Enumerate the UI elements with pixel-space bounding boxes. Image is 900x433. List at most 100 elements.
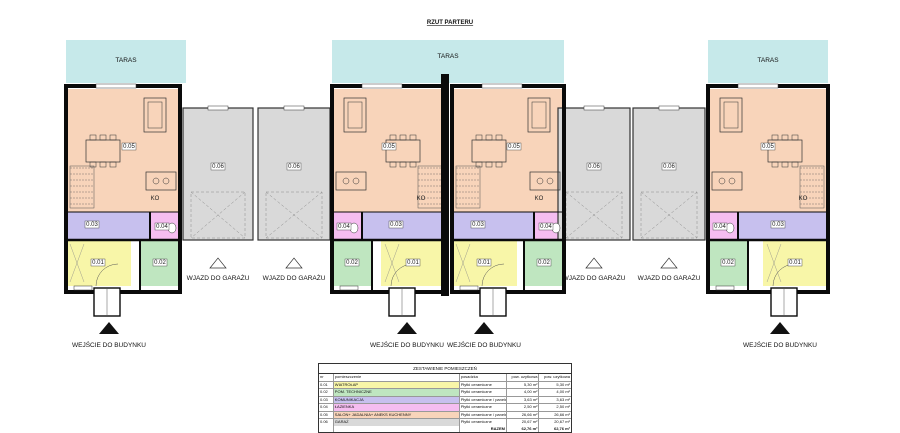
room-label-box: [787, 258, 803, 267]
toilet: [551, 222, 561, 234]
wardrobe-line: [69, 243, 85, 283]
room-schedule-cell-area-b: 5,30 m²: [556, 381, 570, 387]
chair: [485, 161, 493, 168]
room-label: 0.02: [154, 260, 166, 266]
window: [339, 285, 359, 291]
kitchen-living-room: [66, 89, 180, 212]
chair: [791, 161, 799, 168]
wardrobe-line: [384, 243, 400, 283]
room-schedule-cell-name: SALON+ JADALNIA+ ANEKS KUCHENNY: [333, 411, 460, 418]
chair: [109, 134, 117, 141]
window: [459, 285, 479, 291]
hob: [718, 177, 726, 185]
garage-door-outline: [190, 191, 246, 239]
room-label: 0.06: [663, 164, 675, 170]
wardrobe-line: [766, 243, 782, 283]
chair: [109, 161, 117, 168]
window: [361, 83, 403, 89]
chair: [781, 161, 789, 168]
room-label-box: [210, 162, 226, 171]
room-schedule-cell-finish: Płytki ceramiczne: [460, 404, 507, 411]
hob: [536, 177, 544, 185]
room-label: KO: [535, 196, 544, 202]
garage: [557, 107, 631, 241]
terrace: [708, 40, 828, 83]
room-label: 0.02: [538, 260, 550, 266]
toilet: [725, 222, 735, 234]
room-label: 0.03: [772, 222, 784, 228]
chair: [485, 134, 493, 141]
room-schedule-cell-area-a: 3,63 m²: [507, 396, 540, 403]
room-schedule-cell-area-a: 2,50 m²: [507, 404, 540, 411]
sofa: [143, 97, 167, 133]
header-cell: posadzka: [460, 374, 507, 381]
header-cell: pow. uzytkowa: [543, 374, 570, 379]
room-label: WJAZD DO GARAŻU: [563, 273, 626, 282]
driveway-arrow: [585, 257, 603, 269]
room-schedule-cell-area-b: 26,66 m²: [554, 411, 570, 417]
chair: [389, 161, 397, 168]
hob: [162, 177, 170, 185]
furniture: [69, 97, 825, 287]
room-schedule-cell-id: 0.03: [319, 396, 334, 403]
header-cell: nr: [319, 374, 334, 381]
garage: [257, 107, 331, 241]
room-label: 0.05: [508, 144, 520, 150]
window: [481, 83, 523, 89]
room-label-box: [286, 162, 302, 171]
room-schedule-cell-name: POM. TECHNICZNE: [333, 389, 460, 396]
room-label-box: [388, 220, 404, 229]
drawing-title: RZUT PARTERU: [427, 20, 473, 26]
garage-door-line: [265, 191, 323, 239]
room-label: WJAZD DO GARAŻU: [263, 273, 326, 282]
door-swing: [481, 263, 505, 287]
kitchen-living-room: [332, 89, 446, 212]
garage: [632, 107, 706, 241]
room-schedule-cell-id: 0.04: [319, 404, 334, 411]
room-schedule-cell-finish: Płytki ceramiczne: [460, 381, 507, 388]
sofa-seat: [723, 101, 739, 129]
room-schedule-cell-name: KOMUNIKACJA: [333, 396, 460, 403]
room-label: 0.02: [722, 260, 734, 266]
room-label-box: [506, 142, 522, 151]
garage-door-line: [565, 191, 623, 239]
hob: [728, 177, 736, 185]
room-label: 0.04: [714, 224, 726, 230]
room-schedule-cell-area-a: 5,30 m²: [507, 381, 540, 388]
hob: [352, 177, 360, 185]
room-label: 0.04: [156, 224, 168, 230]
room-label: WEJŚCIE DO BUDYNKU: [72, 340, 146, 349]
room-schedule-cell-finish: Płytki ceramiczne: [460, 419, 507, 426]
window: [283, 105, 305, 111]
terrace-label: TARAS: [757, 57, 779, 64]
room-label: 0.05: [383, 144, 395, 150]
room-schedule-cell-id: 0.05: [319, 411, 334, 418]
room-schedule-cell-area-b: 3,63 m²: [556, 396, 570, 402]
room-schedule-cell-area-a: 26,66 m²: [507, 411, 540, 418]
window: [207, 105, 229, 111]
room-schedule-cell-id: 0.06: [319, 419, 334, 426]
chair: [89, 161, 97, 168]
room-label: WEJŚCIE DO BUDYNKU: [447, 340, 521, 349]
header-cell: pow. uzytkowa: [507, 374, 540, 381]
room-label-box: [154, 222, 170, 231]
entrance-arrows: [99, 257, 790, 334]
room-label-box: [536, 258, 552, 267]
room-label-box: [121, 142, 137, 151]
room-schedule-title: ZESTAWIENIE POMIESZCZEŃ: [319, 364, 571, 374]
room-label-box: [586, 162, 602, 171]
kitchen-living-room: [452, 89, 564, 212]
chair: [89, 134, 97, 141]
room-schedule-cell-id: 0.01: [319, 381, 334, 388]
room-label: WJAZD DO GARAŻU: [638, 273, 701, 282]
room-label: KO: [151, 196, 160, 202]
room-label-box: [661, 162, 677, 171]
room-label: 0.03: [472, 222, 484, 228]
room-label-box: [470, 220, 486, 229]
chair: [399, 134, 407, 141]
kitchen-counter: [335, 171, 367, 191]
